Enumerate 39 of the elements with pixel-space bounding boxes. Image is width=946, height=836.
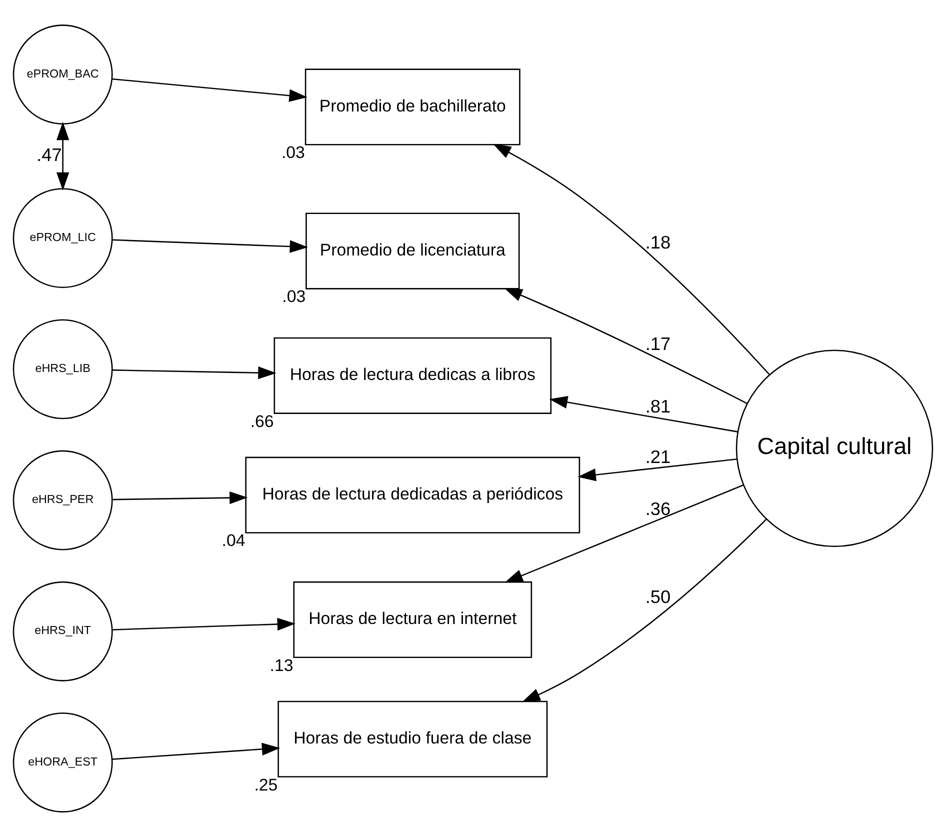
arrow bbox=[492, 143, 770, 375]
node-box: Promedio de licenciatura bbox=[306, 212, 520, 289]
arrow bbox=[522, 518, 767, 702]
edge-label: .17 bbox=[645, 333, 671, 354]
edge-label: .36 bbox=[645, 498, 671, 518]
arrow bbox=[578, 458, 737, 481]
arrow bbox=[112, 742, 280, 760]
arrow bbox=[112, 490, 248, 504]
node-box: Promedio de bachillerato bbox=[304, 68, 520, 145]
arrow bbox=[56, 121, 70, 190]
edge-label: .81 bbox=[645, 396, 671, 416]
arrow bbox=[112, 238, 308, 252]
node-label: .25 bbox=[254, 774, 278, 794]
arrow bbox=[504, 287, 748, 404]
arrow bbox=[549, 395, 738, 432]
edge-label: .50 bbox=[645, 586, 671, 607]
node-box: Horas de lectura en internet bbox=[293, 580, 532, 658]
node-label: .03 bbox=[282, 142, 305, 162]
node-label: .04 bbox=[222, 530, 246, 550]
edge-label: .47 bbox=[36, 144, 62, 165]
node-circle: eHRS_INT bbox=[12, 580, 113, 681]
arrow bbox=[112, 617, 296, 630]
node-circle: ePROM_LIC bbox=[12, 188, 113, 288]
node-label: .66 bbox=[250, 411, 274, 430]
node-box: Horas de lectura dedicas a libros bbox=[274, 336, 552, 414]
node-circle: Capital cultural bbox=[736, 349, 934, 546]
node-box: Horas de lectura dedicadas a periódicos bbox=[245, 456, 580, 533]
node-circle: eHRS_LIB bbox=[12, 318, 113, 419]
edge-label: .18 bbox=[645, 232, 671, 252]
node-circle: eHRS_PER bbox=[12, 450, 113, 550]
node-label: .03 bbox=[282, 286, 306, 306]
node-label: .13 bbox=[270, 655, 294, 674]
node-box: Horas de estudio fuera de clase bbox=[278, 700, 548, 777]
edge-label: .21 bbox=[645, 446, 671, 466]
arrow bbox=[112, 78, 308, 102]
arrow bbox=[112, 366, 276, 379]
node-circle: ePROM_BAC bbox=[12, 24, 113, 124]
arrow bbox=[504, 484, 744, 582]
node-circle: eHORA_EST bbox=[12, 712, 113, 812]
